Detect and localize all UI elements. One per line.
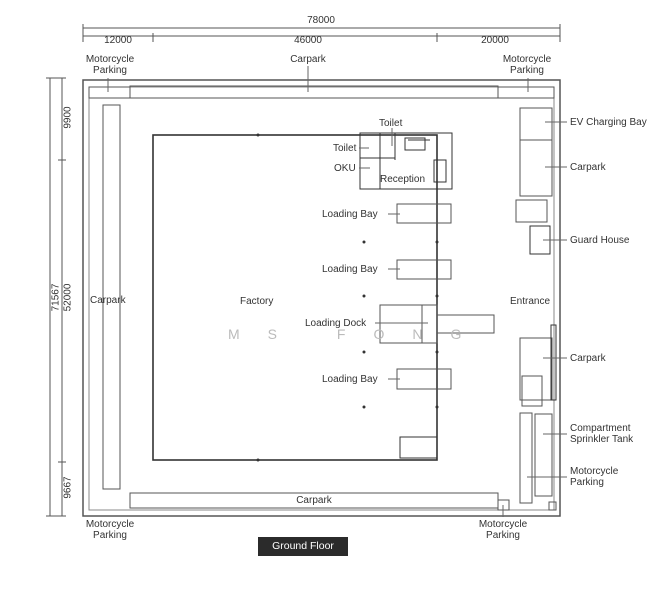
label-loading-bay-1: Loading Bay (322, 209, 378, 220)
label-toilet-1: Toilet (379, 118, 403, 129)
label-carpark-top: Carpark (290, 54, 326, 65)
width-dimension-1: 12000 (104, 35, 132, 46)
label-reception: Reception (380, 174, 426, 185)
label-loading-bay-3: Loading Bay (322, 374, 378, 385)
label-motorcycle-parking-tl: Motorcycle Parking (85, 54, 135, 76)
top-carpark (88, 85, 555, 99)
label-carpark-right-1: Carpark (570, 162, 606, 173)
label-motorcycle-parking-br: Motorcycle Parking (478, 519, 528, 541)
width-dimension-2: 46000 (294, 35, 322, 46)
label-motorcycle-parking-right: Motorcycle Parking (570, 466, 619, 488)
label-guard-house: Guard House (570, 235, 630, 246)
depth-dimension-1: 9900 (62, 106, 74, 129)
label-carpark-left: Carpark (90, 295, 126, 306)
watermark: MS FONG (228, 326, 490, 342)
label-motorcycle-parking-tr: Motorcycle Parking (502, 54, 552, 76)
label-loading-bay-2: Loading Bay (322, 264, 378, 275)
label-loading-dock: Loading Dock (305, 318, 367, 329)
site-boundary (82, 79, 561, 517)
label-oku: OKU (334, 163, 356, 174)
label-compartment-sprinkler-tank: Compartment Sprinkler Tank (570, 423, 634, 445)
label-factory: Factory (240, 296, 274, 307)
label-ev-charging-bay: EV Charging Bay (570, 117, 647, 128)
label-entrance: Entrance (510, 296, 551, 307)
label-toilet-2: Toilet (333, 143, 357, 154)
leader-lines (107, 66, 567, 517)
columns (256, 133, 439, 462)
label-carpark-right-2: Carpark (570, 353, 606, 364)
left-carpark (102, 104, 121, 490)
total-depth-dimension: 71567 (50, 283, 62, 312)
dimension-lines (46, 24, 561, 517)
floor-label-badge: Ground Floor (258, 537, 348, 556)
total-width-dimension: 78000 (307, 15, 335, 26)
depth-dimension-3: 9667 (62, 476, 74, 499)
label-carpark-bottom: Carpark (296, 495, 332, 506)
depth-dimension-2: 52000 (62, 283, 74, 312)
label-motorcycle-parking-bl: Motorcycle Parking (85, 519, 135, 541)
width-dimension-3: 20000 (481, 35, 509, 46)
right-zone (515, 107, 557, 511)
office-block (359, 132, 453, 190)
